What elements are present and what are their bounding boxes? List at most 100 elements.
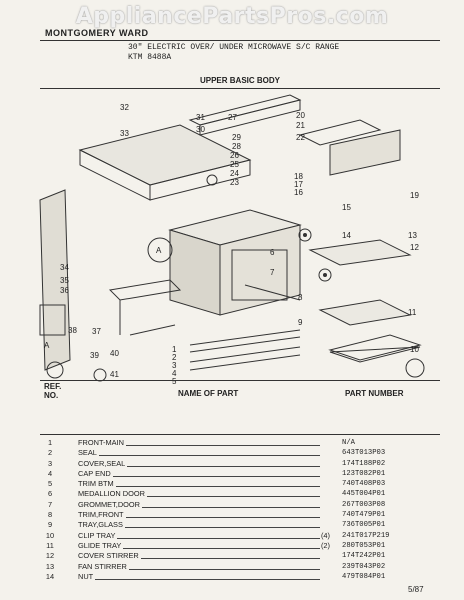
leader-line xyxy=(78,455,320,457)
callout-label: 20 xyxy=(296,111,305,120)
callout-label: 40 xyxy=(110,349,119,358)
callout-label: 21 xyxy=(296,121,305,130)
leader-line xyxy=(78,547,320,549)
section-rule xyxy=(40,88,440,89)
callout-label: 6 xyxy=(270,248,275,257)
callout-label: 13 xyxy=(408,231,417,240)
section-title: UPPER BASIC BODY xyxy=(199,76,280,85)
callout-label: 33 xyxy=(120,129,129,138)
part-number: 736T005P01 xyxy=(342,521,386,530)
callout-label: 10 xyxy=(410,345,419,354)
ref-number: 11 xyxy=(46,540,54,550)
part-number: 740T408P03 xyxy=(342,480,386,489)
callout-label: A xyxy=(44,341,50,350)
leader-line xyxy=(78,496,320,498)
model-number: KTM 8488A xyxy=(128,53,172,62)
callout-label: 39 xyxy=(90,351,99,360)
callout-label: 11 xyxy=(408,308,417,317)
part-number: 174T188P02 xyxy=(342,459,386,468)
callout-label: 28 xyxy=(232,142,241,151)
part-name: GLIDE TRAY xyxy=(78,540,124,552)
callout-label: 3 xyxy=(172,361,177,370)
callout-label: 16 xyxy=(294,188,303,197)
callout-label: 26 xyxy=(230,151,239,160)
callout-label: 36 xyxy=(60,286,69,295)
table-row: 10 CLIP TRAY (4) 241T017P219 xyxy=(40,530,440,541)
part-name: MEDALLION DOOR xyxy=(78,489,147,500)
ref-number: 6 xyxy=(47,489,53,499)
part-name: CLIP TRAY xyxy=(78,530,118,541)
table-row: 3 COVER,SEAL 174T188P02 xyxy=(40,458,440,469)
part-name: COVER STIRRER xyxy=(78,551,141,562)
table-top-rule xyxy=(40,380,440,381)
callout-label: 14 xyxy=(342,231,351,240)
callout-label: 17 xyxy=(294,180,303,189)
diagram-fasteners xyxy=(147,174,425,378)
callout-label: A xyxy=(156,246,162,255)
leader-line xyxy=(78,506,320,508)
callout-label: 32 xyxy=(120,103,129,112)
callout-label: 12 xyxy=(410,243,419,252)
callout-label: 15 xyxy=(342,203,351,212)
part-name: NUT xyxy=(78,571,96,583)
callout-label: 22 xyxy=(296,133,305,142)
callout-label: 4 xyxy=(172,369,177,378)
table-header-rule xyxy=(40,434,440,435)
ref-number: 3 xyxy=(47,458,53,468)
callout-label: 34 xyxy=(60,263,69,272)
model-description: 30" ELECTRIC OVER/ UNDER MICROWAVE S/C R… xyxy=(128,43,340,52)
ref-number: 14 xyxy=(45,571,55,581)
table-row: 1 FRONT-MAIN N/A xyxy=(40,438,440,449)
leader-line xyxy=(78,568,320,570)
leader-line xyxy=(78,527,320,529)
part-name: CAP END xyxy=(78,468,113,480)
leader-line xyxy=(78,578,320,580)
part-name: COVER,SEAL xyxy=(78,458,128,469)
part-name: GROMMET,DOOR xyxy=(78,499,142,511)
callout-label: 1 xyxy=(172,345,177,354)
part-number: 479T084P01 xyxy=(342,572,386,581)
part-number: 241T017P219 xyxy=(342,531,390,540)
callout-label: 2 xyxy=(172,353,177,362)
diagram-linework xyxy=(39,94,422,382)
callout-label: 35 xyxy=(60,276,69,285)
leader-line xyxy=(78,537,320,539)
callout-label: 9 xyxy=(298,318,303,327)
part-number: 643T013P03 xyxy=(342,449,386,458)
callout-label: 8 xyxy=(298,293,303,302)
part-quantity: (4) xyxy=(320,530,330,541)
callout-label: 37 xyxy=(92,327,101,336)
leader-line xyxy=(78,445,320,446)
ref-number: 8 xyxy=(47,510,53,520)
ref-header: REF. NO. xyxy=(44,382,62,400)
ref-number: 10 xyxy=(45,530,55,540)
brand-name: MONTGOMERY WARD xyxy=(45,28,149,38)
ref-number: 7 xyxy=(47,499,53,509)
leader-line xyxy=(78,475,320,477)
callout-label: 30 xyxy=(196,125,205,134)
part-name: FRONT-MAIN xyxy=(78,438,126,449)
ref-number: 5 xyxy=(47,479,53,489)
name-header: NAME OF PART xyxy=(178,389,239,398)
ref-number: 13 xyxy=(45,561,55,571)
part-number-header: PART NUMBER xyxy=(345,389,404,398)
part-name: TRIM BTM xyxy=(78,479,116,490)
part-name: TRAY,GLASS xyxy=(78,520,125,531)
ref-number: 1 xyxy=(47,438,53,447)
table-row: 14 NUT 479T084P01 xyxy=(40,571,440,583)
diagram-callouts: 1 2 3 4 5 6 7 8 9 10 11 12 13 14 15 16 1… xyxy=(44,103,419,386)
part-number: 740T479P01 xyxy=(342,511,386,520)
ref-number: 12 xyxy=(45,551,55,561)
callout-label: 27 xyxy=(228,113,237,122)
part-number: N/A xyxy=(342,439,355,447)
part-number: 123T082P01 xyxy=(342,469,386,478)
ref-number: 2 xyxy=(47,448,53,458)
part-number: 280T053P01 xyxy=(342,541,386,550)
